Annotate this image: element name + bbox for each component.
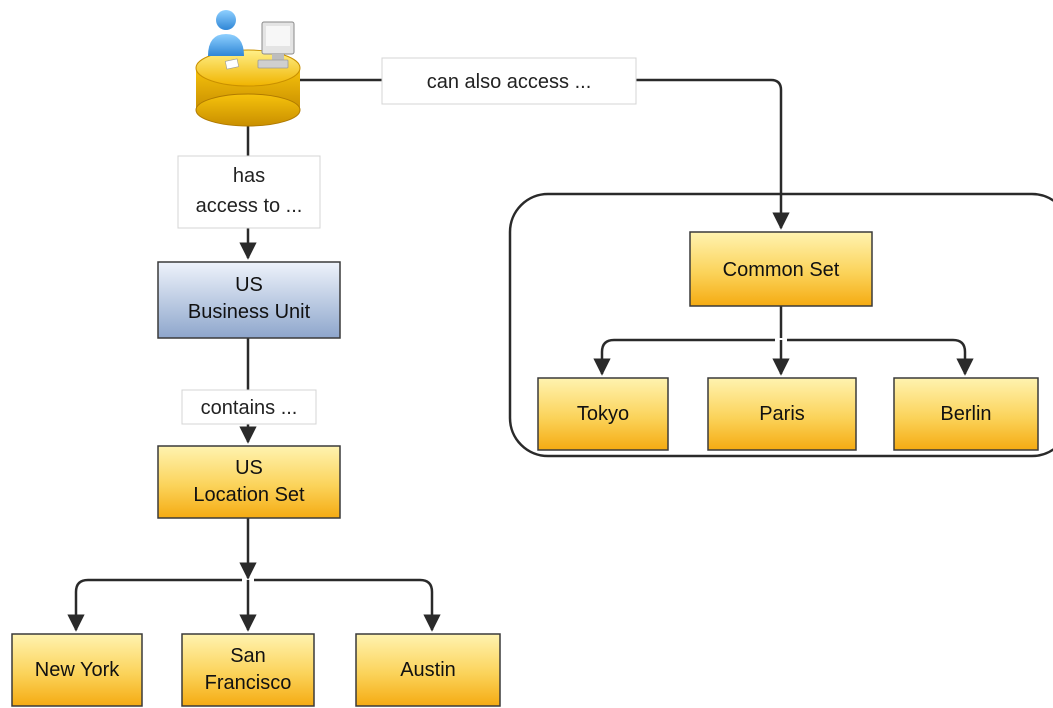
connector-to-tokyo: [593, 338, 775, 376]
node-us-business-unit-line-1: US: [235, 274, 263, 296]
node-berlin: Berlin: [893, 377, 1039, 451]
node-san-francisco-line-1: San: [230, 645, 266, 667]
common-set-group-container: [508, 192, 1053, 458]
node-us-location-set-line-1: US: [235, 457, 263, 479]
node-common-set-label: Common Set: [723, 259, 840, 281]
node-berlin-label: Berlin: [940, 403, 991, 425]
connector-to-new-york: [67, 578, 242, 632]
connector-user-to-common-set: [300, 78, 790, 230]
node-us-location-set-line-2: Location Set: [193, 484, 305, 506]
node-us-location-set: US Location Set: [157, 445, 341, 519]
node-us-business-unit: US Business Unit: [157, 261, 341, 339]
user-at-workstation-icon: [195, 10, 301, 127]
label-contains-text: contains ...: [201, 397, 298, 419]
label-can-also-access: can also access ...: [381, 57, 637, 105]
connectors: [67, 78, 974, 632]
node-paris-label: Paris: [759, 403, 805, 425]
node-tokyo: Tokyo: [537, 377, 669, 451]
node-new-york: New York: [11, 633, 143, 707]
label-contains: contains ...: [181, 389, 317, 425]
node-new-york-label: New York: [35, 659, 120, 681]
label-can-also-access-text: can also access ...: [427, 71, 592, 93]
label-has-access-to: has access to ...: [177, 155, 321, 229]
node-austin: Austin: [355, 633, 501, 707]
label-has-access-to-line-2: access to ...: [196, 195, 303, 217]
connector-to-austin: [254, 578, 441, 632]
node-san-francisco: San Francisco: [181, 633, 315, 707]
node-paris: Paris: [707, 377, 857, 451]
node-tokyo-label: Tokyo: [577, 403, 629, 425]
connector-to-berlin: [787, 338, 974, 376]
node-san-francisco-line-2: Francisco: [205, 672, 292, 694]
node-austin-label: Austin: [400, 659, 456, 681]
node-us-business-unit-line-2: Business Unit: [188, 301, 311, 323]
label-has-access-to-line-1: has: [233, 165, 265, 187]
node-common-set: Common Set: [689, 231, 873, 307]
